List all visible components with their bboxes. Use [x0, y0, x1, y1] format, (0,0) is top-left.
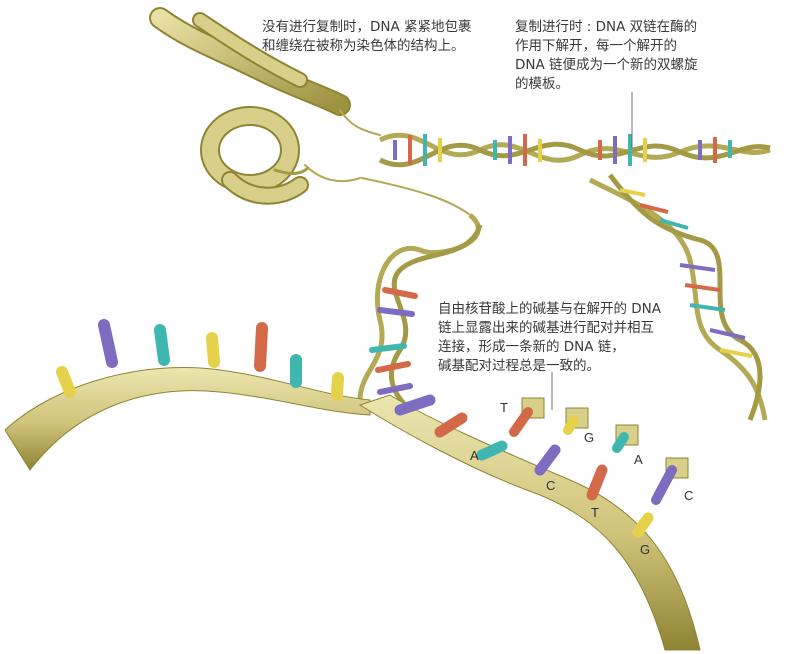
annotation-line: 碱基配对过程总是一致的。: [438, 358, 600, 374]
annotation-base-pairing: 自由核苷酸上的碱基与在解开的 DNA 链上显露出来的碱基进行配对并相互 连接，形…: [438, 300, 661, 376]
annotation-line: 作用下解开，每一个解开的: [515, 38, 677, 54]
right-double-helix: [588, 173, 768, 421]
free-nucleotides: [509, 397, 689, 505]
strand-base-label-a: A: [470, 448, 479, 463]
chromosome-coil: [149, 7, 471, 216]
free-base-label-t: T: [500, 400, 508, 415]
annotation-unwinding: 复制进行时 : DNA 双链在酶的 作用下解开，每一个解开的 DNA 链便成为一…: [515, 18, 698, 94]
callout-lines: [551, 92, 633, 410]
annotation-line: 和缠绕在被称为染色体的结构上。: [262, 38, 465, 54]
strand-base-label-g: G: [640, 542, 651, 557]
forking-helix: [357, 213, 483, 412]
annotation-line: 连接，形成一条新的 DNA 链，: [438, 339, 625, 355]
annotation-line: DNA 链便成为一个新的双螺旋: [515, 57, 698, 73]
free-nucleotide-t: [509, 397, 545, 437]
free-nucleotide-c: [651, 457, 689, 505]
free-base-label-c: C: [684, 488, 694, 503]
annotation-line: 链上显露出来的碱基进行配对并相互: [438, 320, 654, 336]
annotation-line: 复制进行时 : DNA 双链在酶的: [515, 19, 698, 35]
free-base-label-a: A: [634, 452, 643, 467]
free-nucleotide-a: [612, 424, 639, 453]
upper-double-helix: [378, 132, 771, 168]
strand-base-label-c: C: [546, 478, 556, 493]
annotation-line: 的模板。: [515, 76, 569, 92]
left-template-strand: [4, 319, 371, 471]
annotation-line: 自由核苷酸上的碱基与在解开的 DNA: [438, 301, 662, 317]
free-nucleotide-g: [563, 407, 589, 435]
annotation-condensed-chromosome: 没有进行复制时，DNA 紧紧地包裹 和缠绕在被称为染色体的结构上。: [262, 18, 472, 56]
annotation-line: 没有进行复制时，DNA 紧紧地包裹: [262, 19, 472, 35]
lower-template-strand: [358, 394, 701, 651]
free-base-label-g: G: [584, 430, 595, 445]
strand-base-label-t: T: [591, 505, 599, 520]
